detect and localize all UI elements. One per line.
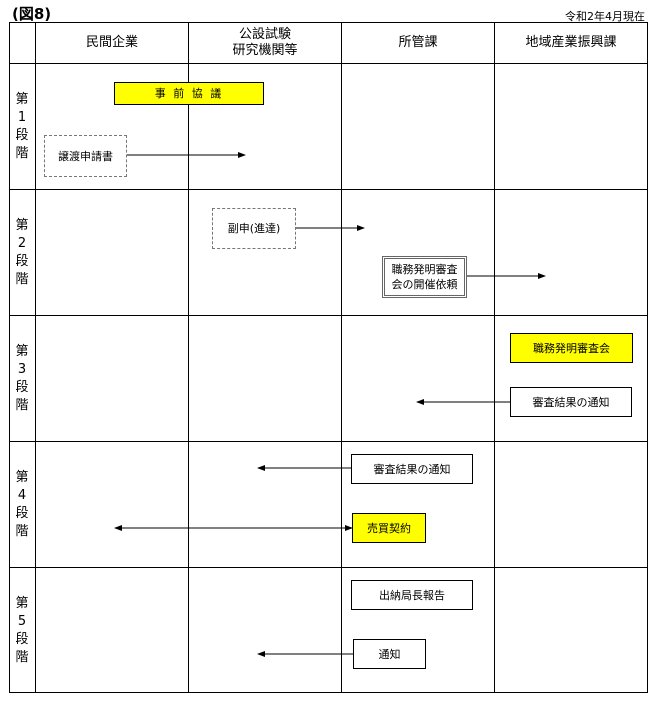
review-result-notice-box-stage4: 審査結果の通知 bbox=[351, 454, 473, 484]
stage-5-label: 第 5 段 階 bbox=[15, 595, 29, 665]
figure-label: (図8) bbox=[12, 5, 52, 23]
review-result-notice-box-stage3: 審査結果の通知 bbox=[510, 387, 632, 417]
column-header-regional-industry-dept: 地域産業振興課 bbox=[525, 35, 617, 50]
review-committee-box: 職務発明審査会 bbox=[510, 333, 633, 363]
stage-2-label: 第 2 段 階 bbox=[15, 217, 29, 287]
treasurer-report-box: 出納局長報告 bbox=[351, 580, 473, 610]
grid-outer-border bbox=[9, 22, 648, 693]
stage-1-label: 第 1 段 階 bbox=[15, 91, 29, 161]
column-header-private-company: 民間企業 bbox=[85, 35, 138, 50]
stage-3-label: 第 3 段 階 bbox=[15, 343, 29, 413]
review-request-box: 職務発明審査 会の開催依頼 bbox=[382, 256, 467, 298]
notification-box: 通知 bbox=[353, 639, 426, 669]
stage-4-label: 第 4 段 階 bbox=[15, 469, 29, 539]
date-note: 令和2年4月現在 bbox=[565, 10, 645, 23]
submission-dispatch-box: 副申(進達) bbox=[212, 208, 296, 249]
sales-contract-box: 売買契約 bbox=[352, 513, 426, 543]
column-header-public-lab: 公設試験 研究機関等 bbox=[232, 27, 298, 58]
column-header-responsible-dept: 所管課 bbox=[398, 35, 438, 50]
prior-consultation-box: 事 前 協 議 bbox=[114, 82, 264, 105]
transfer-application-box: 譲渡申請書 bbox=[44, 135, 127, 177]
